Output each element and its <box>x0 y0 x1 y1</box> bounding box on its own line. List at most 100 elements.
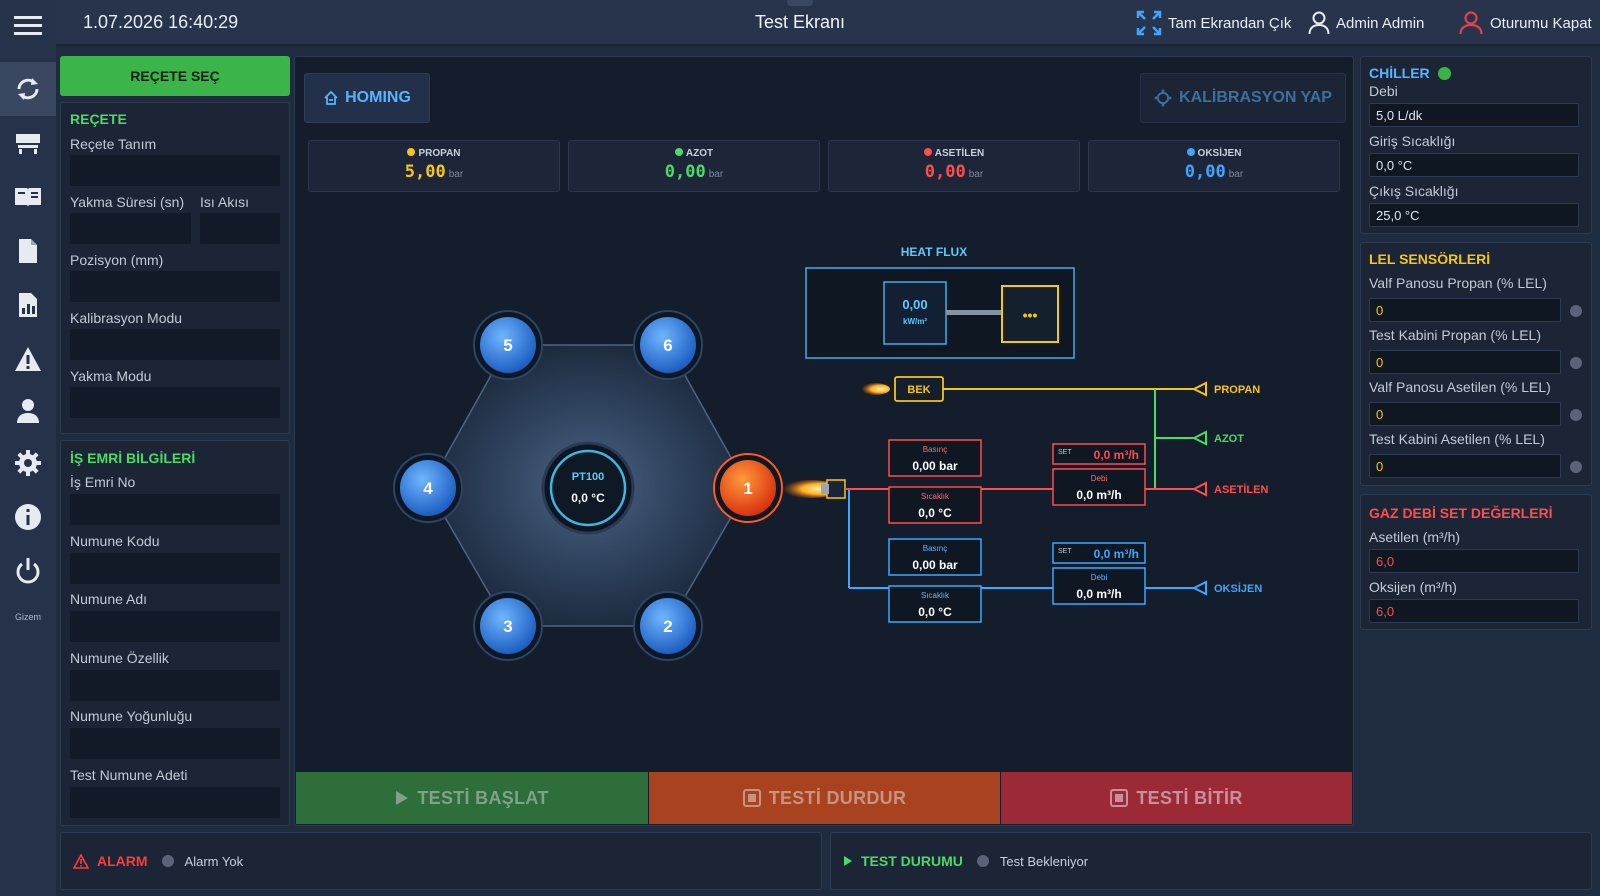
fullscreen-button[interactable]: Tam Ekrandan Çık <box>1136 10 1291 36</box>
work-order-no-field[interactable] <box>70 494 280 525</box>
gauge-asetilen-unit: bar <box>968 169 984 180</box>
homing-label: HOMING <box>345 89 411 106</box>
power-icon[interactable] <box>0 546 56 596</box>
sample-count-label: Test Numune Adeti <box>70 767 188 783</box>
position-4-label: 4 <box>423 479 433 498</box>
azot-valve-icon <box>1191 430 1207 446</box>
recipe-definition-field[interactable] <box>70 155 280 186</box>
finish-test-button[interactable]: TESTİ BİTİR <box>1001 772 1352 824</box>
sample-property-field[interactable] <box>70 670 280 701</box>
recipe-select-button[interactable]: REÇETE SEÇ <box>60 56 290 96</box>
alarm-status-dot <box>161 855 174 867</box>
gauge-azot-unit: bar <box>708 169 724 180</box>
position-6[interactable]: 6 <box>633 310 703 380</box>
calibration-button[interactable]: KALİBRASYON YAP <box>1140 73 1346 123</box>
oxygen-pressure-label: Basınç <box>923 544 947 553</box>
user-icon[interactable] <box>0 386 56 436</box>
sample-name-field[interactable] <box>70 611 280 642</box>
burn-time-field[interactable] <box>70 213 191 244</box>
heat-flux-unit: kW/m² <box>903 317 927 326</box>
finish-test-label: TESTİ BİTİR <box>1136 787 1243 808</box>
alarm-warning-icon <box>73 853 89 869</box>
homing-button[interactable]: HOMING <box>304 73 430 123</box>
heat-flux-sensor <box>883 281 947 345</box>
stop-test-button[interactable]: TESTİ DURDUR <box>649 772 1000 824</box>
oxygen-pressure-box <box>888 538 982 576</box>
oksijen-valve-icon <box>1191 580 1207 596</box>
heat-flux-field[interactable] <box>200 213 280 244</box>
position-3[interactable]: 3 <box>473 591 543 661</box>
sidebar-footer-label: Gizem <box>14 612 41 622</box>
lel-sensor-2-dot <box>1570 357 1582 369</box>
lel-sensor-3-label: Valf Panosu Asetilen (% LEL) <box>1369 379 1551 395</box>
sample-density-field[interactable] <box>70 728 280 759</box>
gauge-oksijen-name: OKSİJEN <box>1197 148 1242 159</box>
gear-icon[interactable] <box>0 438 56 488</box>
heat-flux-label: Isı Akısı <box>200 194 250 210</box>
user-button[interactable]: Admin Admin <box>1308 10 1424 36</box>
azot-dot <box>674 148 683 156</box>
oxygen-set-label: SET <box>1058 548 1072 555</box>
acetylene-temp-box <box>888 486 982 524</box>
oxygen-set-value: 0,0 m³/h <box>1094 547 1139 561</box>
heat-flux-value: 0,00 <box>902 297 927 312</box>
position-1[interactable]: 1 <box>713 453 783 523</box>
chiller-flow-field: 5,0 L/dk <box>1369 103 1579 127</box>
home-icon <box>324 90 338 105</box>
oxygen-pressure-value: 0,00 bar <box>912 558 958 572</box>
report-icon[interactable] <box>0 280 56 330</box>
lel-sensor-1-label: Valf Panosu Propan (% LEL) <box>1369 275 1547 291</box>
chiller-flow-label: Debi <box>1369 83 1398 99</box>
logout-label: Oturumu Kapat <box>1490 14 1592 32</box>
document-icon[interactable] <box>0 226 56 276</box>
position-4[interactable]: 4 <box>393 453 463 523</box>
recipe-select-label: REÇETE SEÇ <box>130 68 220 84</box>
menu-icon[interactable] <box>0 0 56 50</box>
calibration-mode-field[interactable] <box>70 329 280 360</box>
logout-button[interactable]: Oturumu Kapat <box>1458 10 1592 36</box>
acetylene-set-label: SET <box>1058 449 1072 456</box>
heat-flux-more-button[interactable] <box>1001 285 1059 343</box>
recipe-definition-label: Reçete Tanım <box>70 136 157 152</box>
sample-count-field[interactable] <box>70 787 280 818</box>
oxygen-flow-value: 0,0 m³/h <box>1076 587 1121 601</box>
logout-user-icon <box>1459 11 1483 35</box>
acetylene-set-box <box>1052 443 1146 465</box>
play-icon <box>396 791 409 805</box>
burn-mode-field[interactable] <box>70 387 280 418</box>
test-status-title: TEST DURUMU <box>861 853 963 869</box>
stop-test-label: TESTİ DURDUR <box>768 787 907 808</box>
gas-set-panel: GAZ DEBİ SET DEĞERLERİ Asetilen (m³/h) 6… <box>1360 494 1592 630</box>
chiller-outlet-label: Çıkış Sıcaklığı <box>1369 183 1459 199</box>
position-2[interactable]: 2 <box>633 591 703 661</box>
gauge-propan-name: PROPAN <box>418 148 461 159</box>
position-2-label: 2 <box>663 617 672 636</box>
recipe-panel: REÇETE Reçete Tanım Yakma Süresi (sn) Is… <box>60 102 290 434</box>
datetime: 1.07.2026 16:40:29 <box>83 12 239 32</box>
sample-density-label: Numune Yoğunluğu <box>70 708 193 724</box>
acetylene-set-value: 0,0 m³/h <box>1094 448 1139 462</box>
refresh-icon[interactable] <box>0 62 56 116</box>
acetylene-temp-label: Sıcaklık <box>921 492 950 501</box>
sample-code-field[interactable] <box>70 553 280 584</box>
oven-icon[interactable] <box>0 118 56 168</box>
position-field[interactable] <box>70 271 280 302</box>
user-outline-icon <box>1308 11 1330 35</box>
propan-dot <box>407 148 416 156</box>
test-status-dot <box>976 855 989 867</box>
start-test-button[interactable]: TESTİ BAŞLAT <box>296 772 648 824</box>
finish-icon <box>1110 789 1129 807</box>
chiller-status-dot <box>1437 66 1451 80</box>
propan-line-label: PROPAN <box>1214 384 1260 396</box>
position-5[interactable]: 5 <box>473 310 543 380</box>
alarm-status-panel: ALARM Alarm Yok <box>60 832 822 890</box>
sample-property-label: Numune Özellik <box>70 650 169 666</box>
warning-icon[interactable] <box>0 334 56 384</box>
calibration-mode-label: Kalibrasyon Modu <box>70 310 183 326</box>
book-icon[interactable] <box>0 172 56 222</box>
top-bar: 1.07.2026 16:40:29 Test Ekranı Tam Ekran… <box>56 0 1600 46</box>
info-icon[interactable] <box>0 492 56 542</box>
